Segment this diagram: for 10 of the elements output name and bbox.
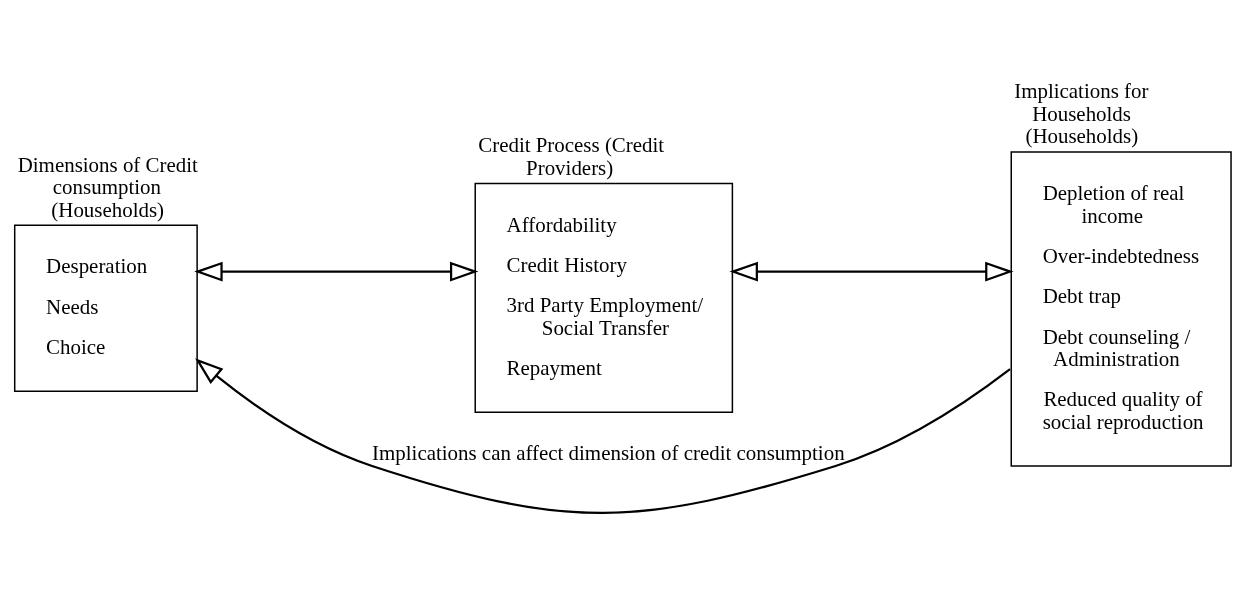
node-box: Affordability Credit History 3rd Party Employment/ Social Transfer Repayment (474, 182, 734, 413)
arrow (194, 261, 479, 282)
node-box: Depletion of real income Over-indebtedness Debt trap Debt counseling / Administration Reduced quality of social reproduction (1010, 150, 1232, 467)
node-label: Credit Process (Credit Providers) (478, 132, 665, 180)
node-box: Desperation Needs Choice (13, 224, 198, 392)
edge-label: Implications can affect dimension of credit consumption (372, 440, 845, 465)
arrow (729, 261, 1014, 282)
arrow (195, 357, 1011, 514)
node-label: Implications for Households (Households) (1014, 78, 1149, 148)
node-label: Dimensions of Credit consumption (Households) (17, 152, 198, 222)
